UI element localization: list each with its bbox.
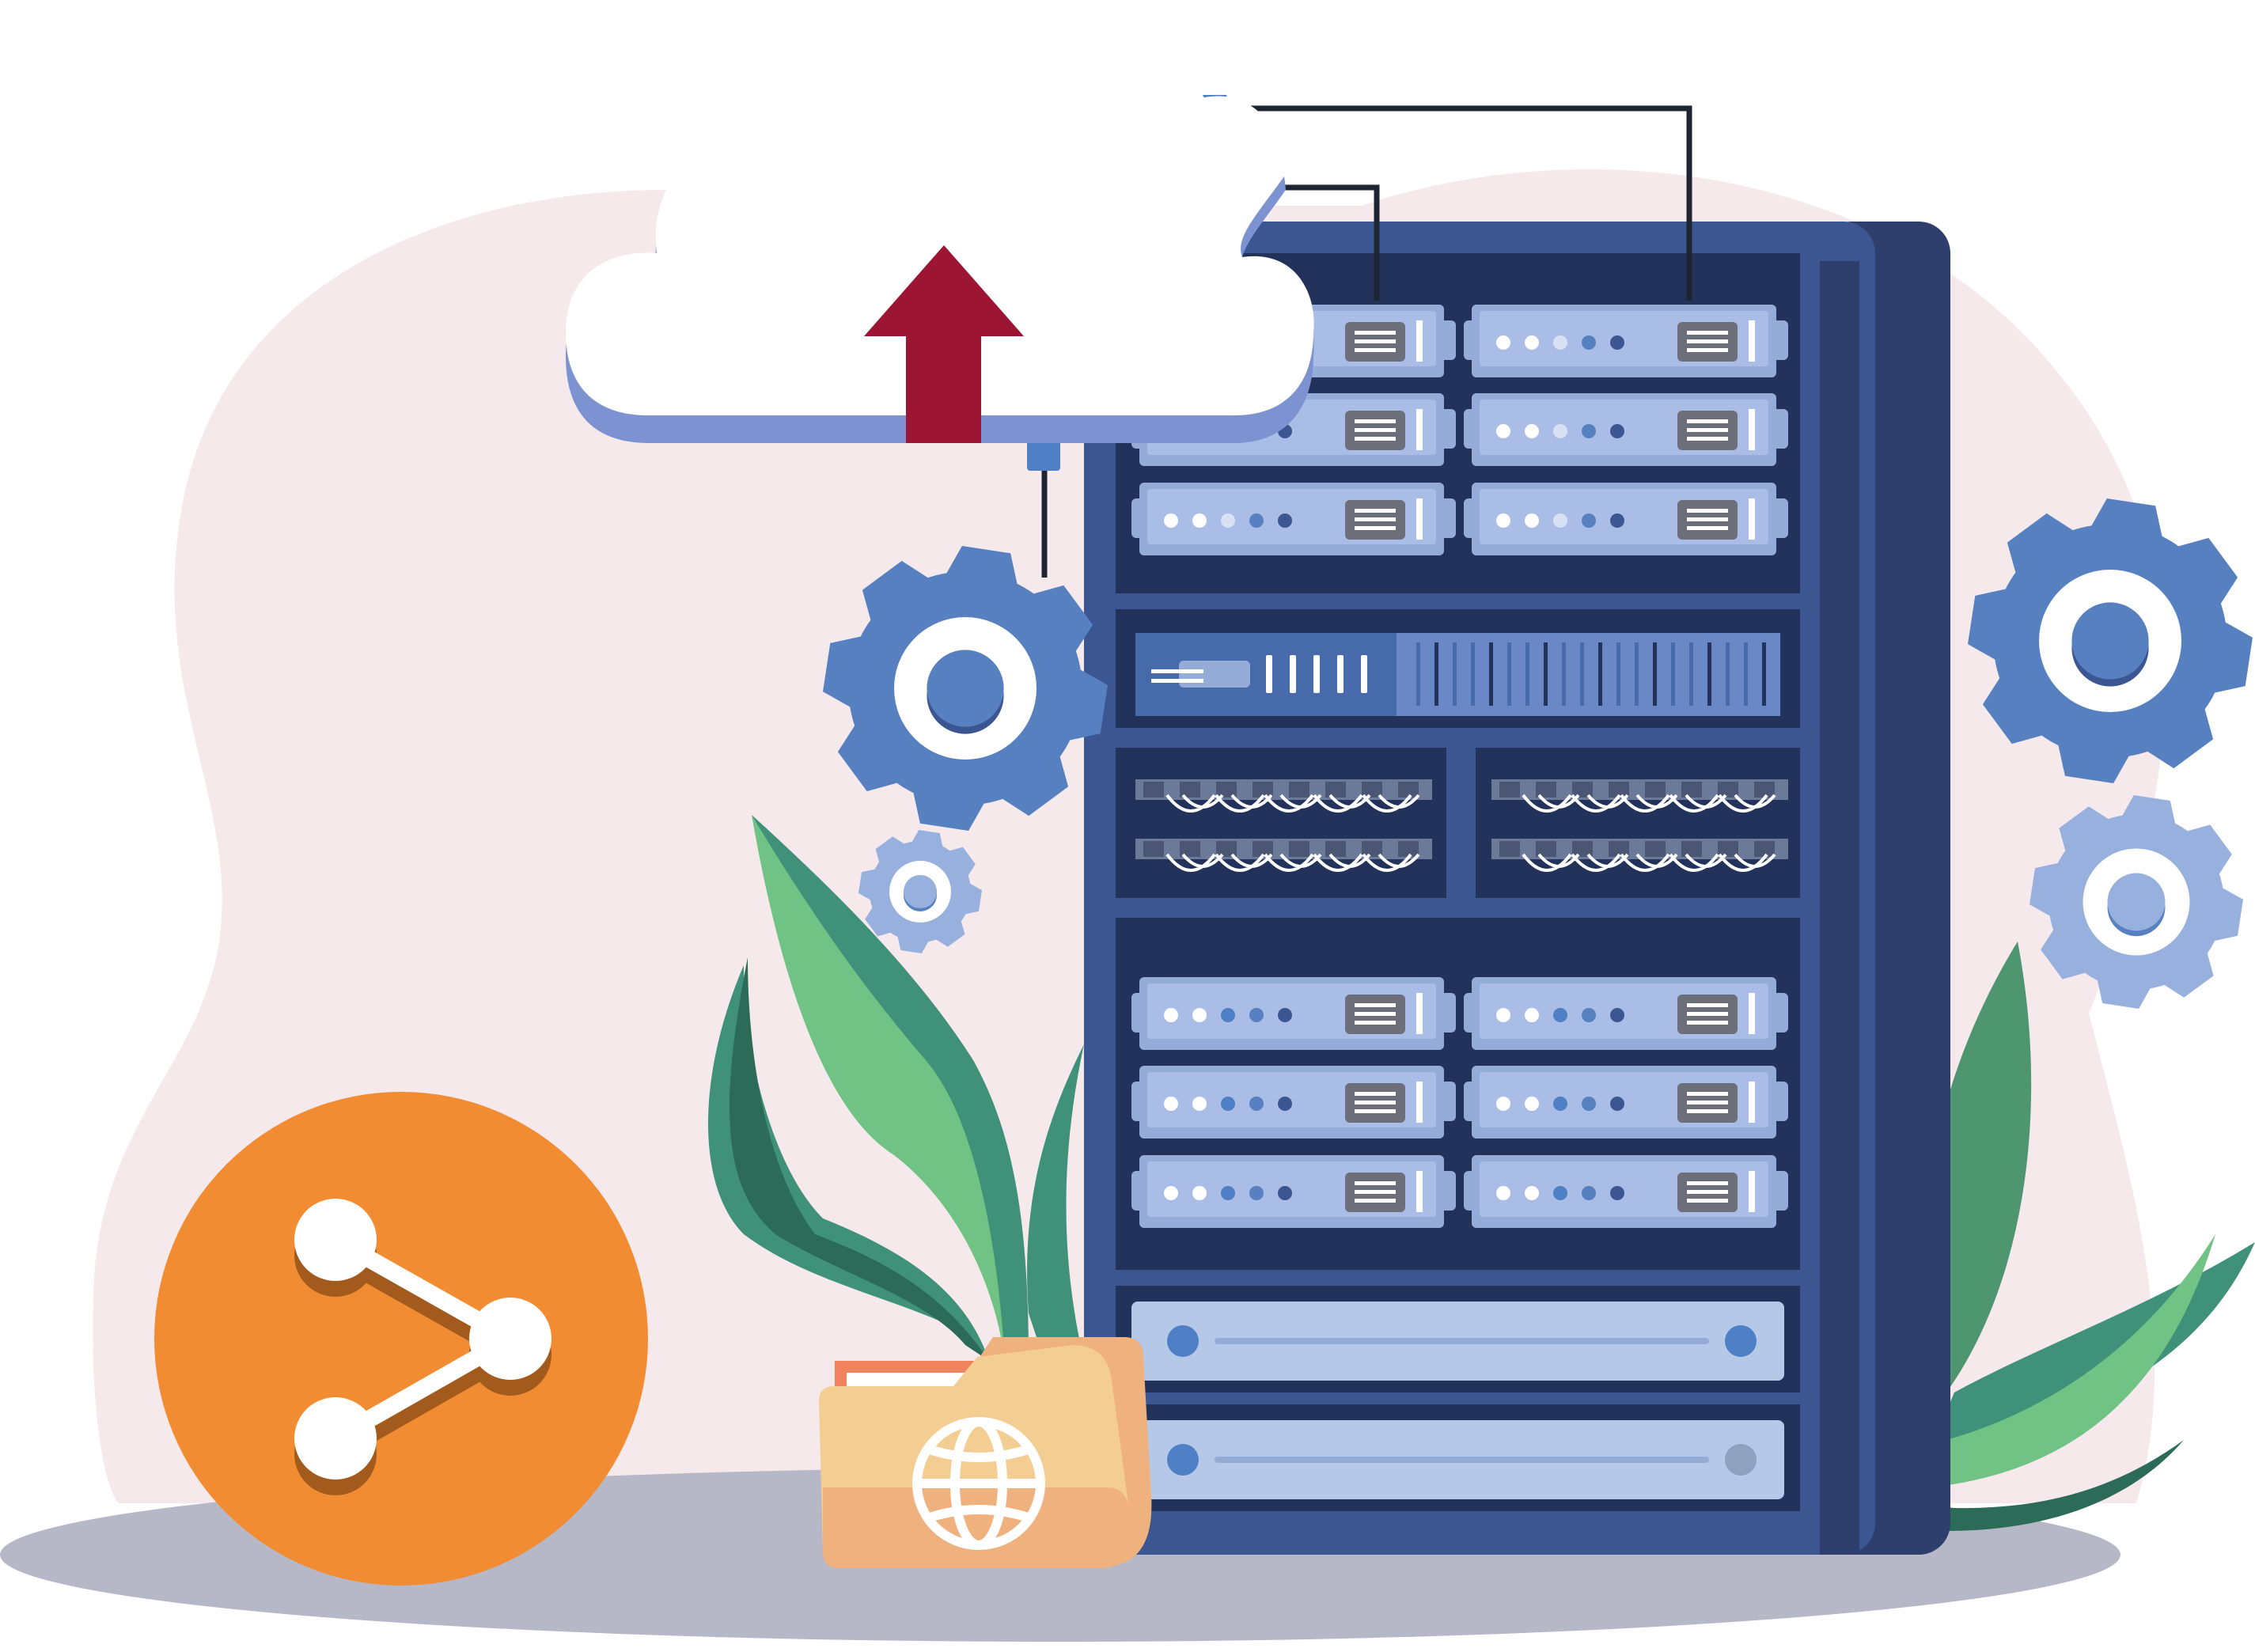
server-unit	[1131, 483, 1456, 555]
vent-lines	[1151, 642, 1766, 706]
share-icon	[154, 1092, 648, 1586]
server-unit	[1464, 305, 1788, 377]
leaf-icon	[708, 815, 1084, 1361]
gear-icon	[2030, 795, 2243, 1009]
server-unit	[1464, 1066, 1788, 1139]
server-unit	[1131, 977, 1456, 1050]
folder-globe-icon	[819, 1337, 1152, 1568]
server-unit	[1464, 977, 1788, 1050]
gears	[823, 498, 2253, 1009]
server-unit	[1464, 483, 1788, 555]
server-unit	[1464, 1155, 1788, 1228]
server-unit	[1131, 1155, 1456, 1228]
server-unit	[1464, 393, 1788, 466]
gear-icon	[1968, 498, 2253, 783]
gear-icon	[823, 546, 1108, 831]
gear-icon	[858, 830, 982, 953]
server-unit	[1131, 1066, 1456, 1139]
cloud-upload-icon	[566, 82, 1314, 443]
patch-panels	[1135, 779, 1788, 872]
